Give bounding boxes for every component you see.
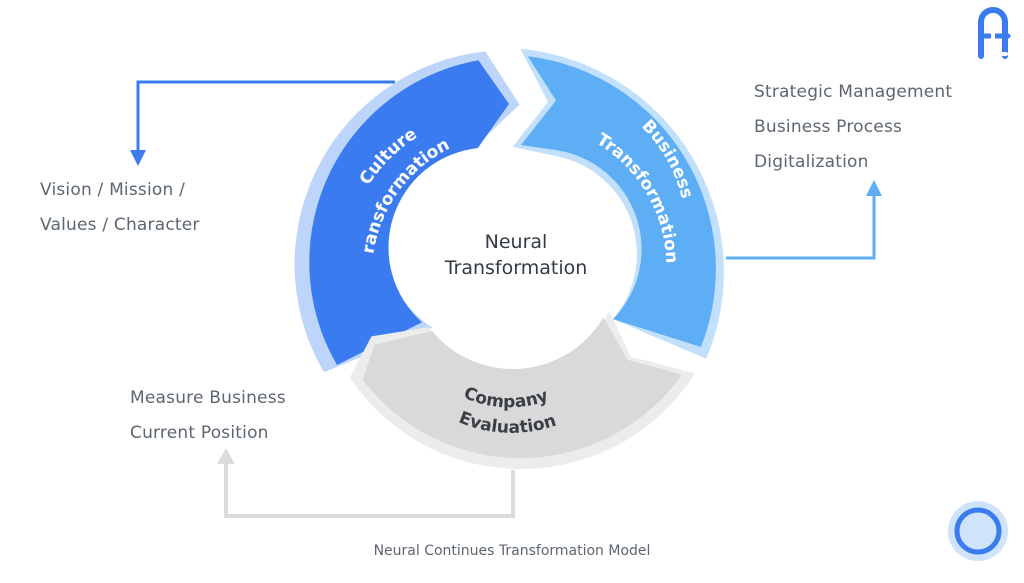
- diagram-caption: Neural Continues Transformation Model: [373, 543, 651, 559]
- business-note-line1: Strategic Management: [754, 82, 953, 102]
- culture-note-line2: Values / Character: [40, 215, 200, 235]
- ring-icon: [948, 501, 1008, 561]
- evaluation-note-line2: Current Position: [130, 423, 269, 443]
- business-note-line3: Digitalization: [754, 152, 869, 172]
- business-note-line2: Business Process: [754, 117, 903, 137]
- logo-icon: [978, 7, 1011, 59]
- business-connector-arrow: [726, 180, 882, 260]
- evaluation-segment-shape: [362, 317, 682, 459]
- business-transformation-segment: Business Transformation: [512, 48, 724, 359]
- center-label-line2: Transformation: [444, 257, 588, 279]
- culture-notes: Vision / Mission / Values / Character: [40, 173, 200, 243]
- company-evaluation-segment: Company Evaluation: [349, 310, 695, 470]
- center-label-line1: Neural: [485, 231, 548, 253]
- evaluation-connector-arrow: [217, 448, 515, 518]
- culture-connector-arrow: [130, 80, 395, 166]
- culture-note-line1: Vision / Mission /: [40, 180, 186, 200]
- business-segment-shape: [521, 56, 716, 347]
- business-notes: Strategic Management Business Process Di…: [754, 75, 952, 180]
- culture-segment-shape: [309, 60, 509, 366]
- center-label: Neural Transformation: [444, 231, 588, 279]
- evaluation-notes: Measure Business Current Position: [130, 381, 286, 451]
- evaluation-note-line1: Measure Business: [130, 388, 286, 408]
